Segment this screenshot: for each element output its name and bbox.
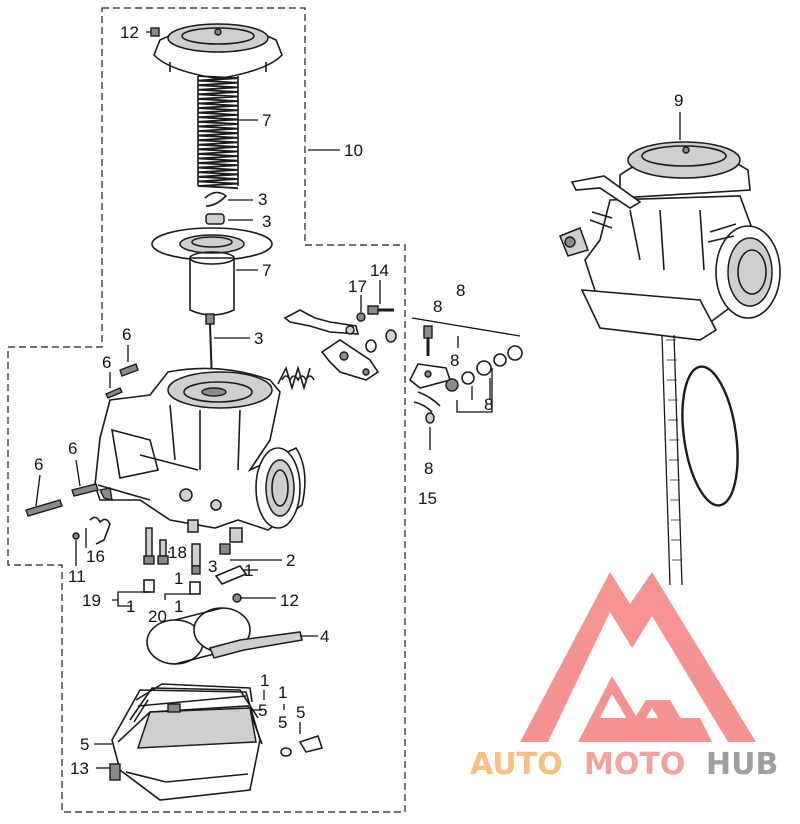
label-1-a: 1	[174, 569, 183, 588]
drain-screw-13	[109, 763, 121, 781]
choke-link-lever	[283, 309, 380, 381]
label-12-mid: 12	[280, 591, 299, 610]
label-5-a: 5	[258, 701, 267, 720]
throttle-return-spring	[277, 365, 315, 391]
label-8-low: 8	[424, 459, 433, 478]
logo-word-auto: AUTO	[470, 747, 563, 782]
label-3-needle: 3	[254, 329, 263, 348]
label-19: 19	[82, 591, 101, 610]
label-1-f: 1	[278, 683, 287, 702]
label-1-e: 1	[260, 671, 269, 690]
label-8-top: 8	[456, 281, 465, 300]
label-6-d: 6	[34, 455, 43, 474]
label-20: 20	[148, 607, 167, 626]
label-1-c: 1	[126, 597, 135, 616]
label-11: 11	[68, 567, 86, 586]
chamber-top-cover	[153, 23, 283, 79]
label-9: 9	[674, 91, 683, 110]
carburetor-body	[94, 367, 306, 543]
logo-inner-mark	[578, 676, 712, 742]
spring-16-pin-11	[72, 516, 111, 545]
label-17: 17	[348, 277, 367, 296]
label-3-c: 3	[208, 557, 217, 576]
bowl-gasket	[135, 683, 253, 707]
label-3-a: 3	[258, 190, 267, 209]
needle-retainer	[204, 191, 228, 225]
float-bowl	[111, 687, 263, 801]
label-5-b: 5	[296, 703, 305, 722]
label-5-d: 5	[80, 735, 89, 754]
o-ring	[681, 365, 739, 507]
screw-12-top	[146, 27, 160, 37]
label-18: 18	[168, 543, 187, 562]
label-2: 2	[286, 551, 295, 570]
nut-pair	[365, 329, 397, 353]
label-16: 16	[86, 547, 105, 566]
label-5-c: 5	[278, 713, 287, 732]
logo-outer-triangle	[520, 572, 756, 742]
label-7-spring: 7	[262, 111, 271, 130]
label-8-right: 8	[484, 395, 493, 414]
overflow-tube	[661, 334, 683, 586]
label-8-mid: 8	[450, 351, 459, 370]
label-4: 4	[320, 627, 329, 646]
label-3-b: 3	[262, 212, 271, 231]
label-13: 13	[70, 759, 89, 778]
label-1-d: 1	[174, 597, 183, 616]
washer-17	[356, 312, 366, 322]
logo-word-moto: MOTO	[584, 747, 685, 782]
spring-outline	[197, 76, 239, 186]
screw-14	[367, 305, 394, 315]
screw-6-set	[25, 363, 139, 517]
label-6-c: 6	[68, 439, 77, 458]
label-6-b: 6	[102, 353, 111, 372]
linkage-group-8	[408, 317, 523, 424]
vacuum-spring	[197, 75, 239, 190]
label-12-top: 12	[120, 23, 139, 42]
label-1-b: 1	[244, 561, 253, 580]
watermark-logo: AUTO MOTO HUB	[470, 572, 778, 782]
float	[146, 607, 303, 665]
assembled-carburetor	[559, 141, 781, 341]
label-8-small: 8	[433, 297, 442, 316]
label-14: 14	[370, 261, 389, 280]
label-10: 10	[344, 141, 363, 160]
spring-coil	[197, 75, 239, 190]
logo-word-hub: HUB	[706, 747, 778, 782]
diaphragm-piston	[151, 227, 273, 316]
label-6-a: 6	[122, 325, 131, 344]
drain-plug-5	[280, 734, 324, 757]
callout-labels: 12 7 10 9 3 3 7 3 14 17 8 8 8 8 8 15 6 6…	[34, 23, 683, 778]
label-7-diaphragm: 7	[262, 261, 271, 280]
label-15: 15	[418, 489, 437, 508]
